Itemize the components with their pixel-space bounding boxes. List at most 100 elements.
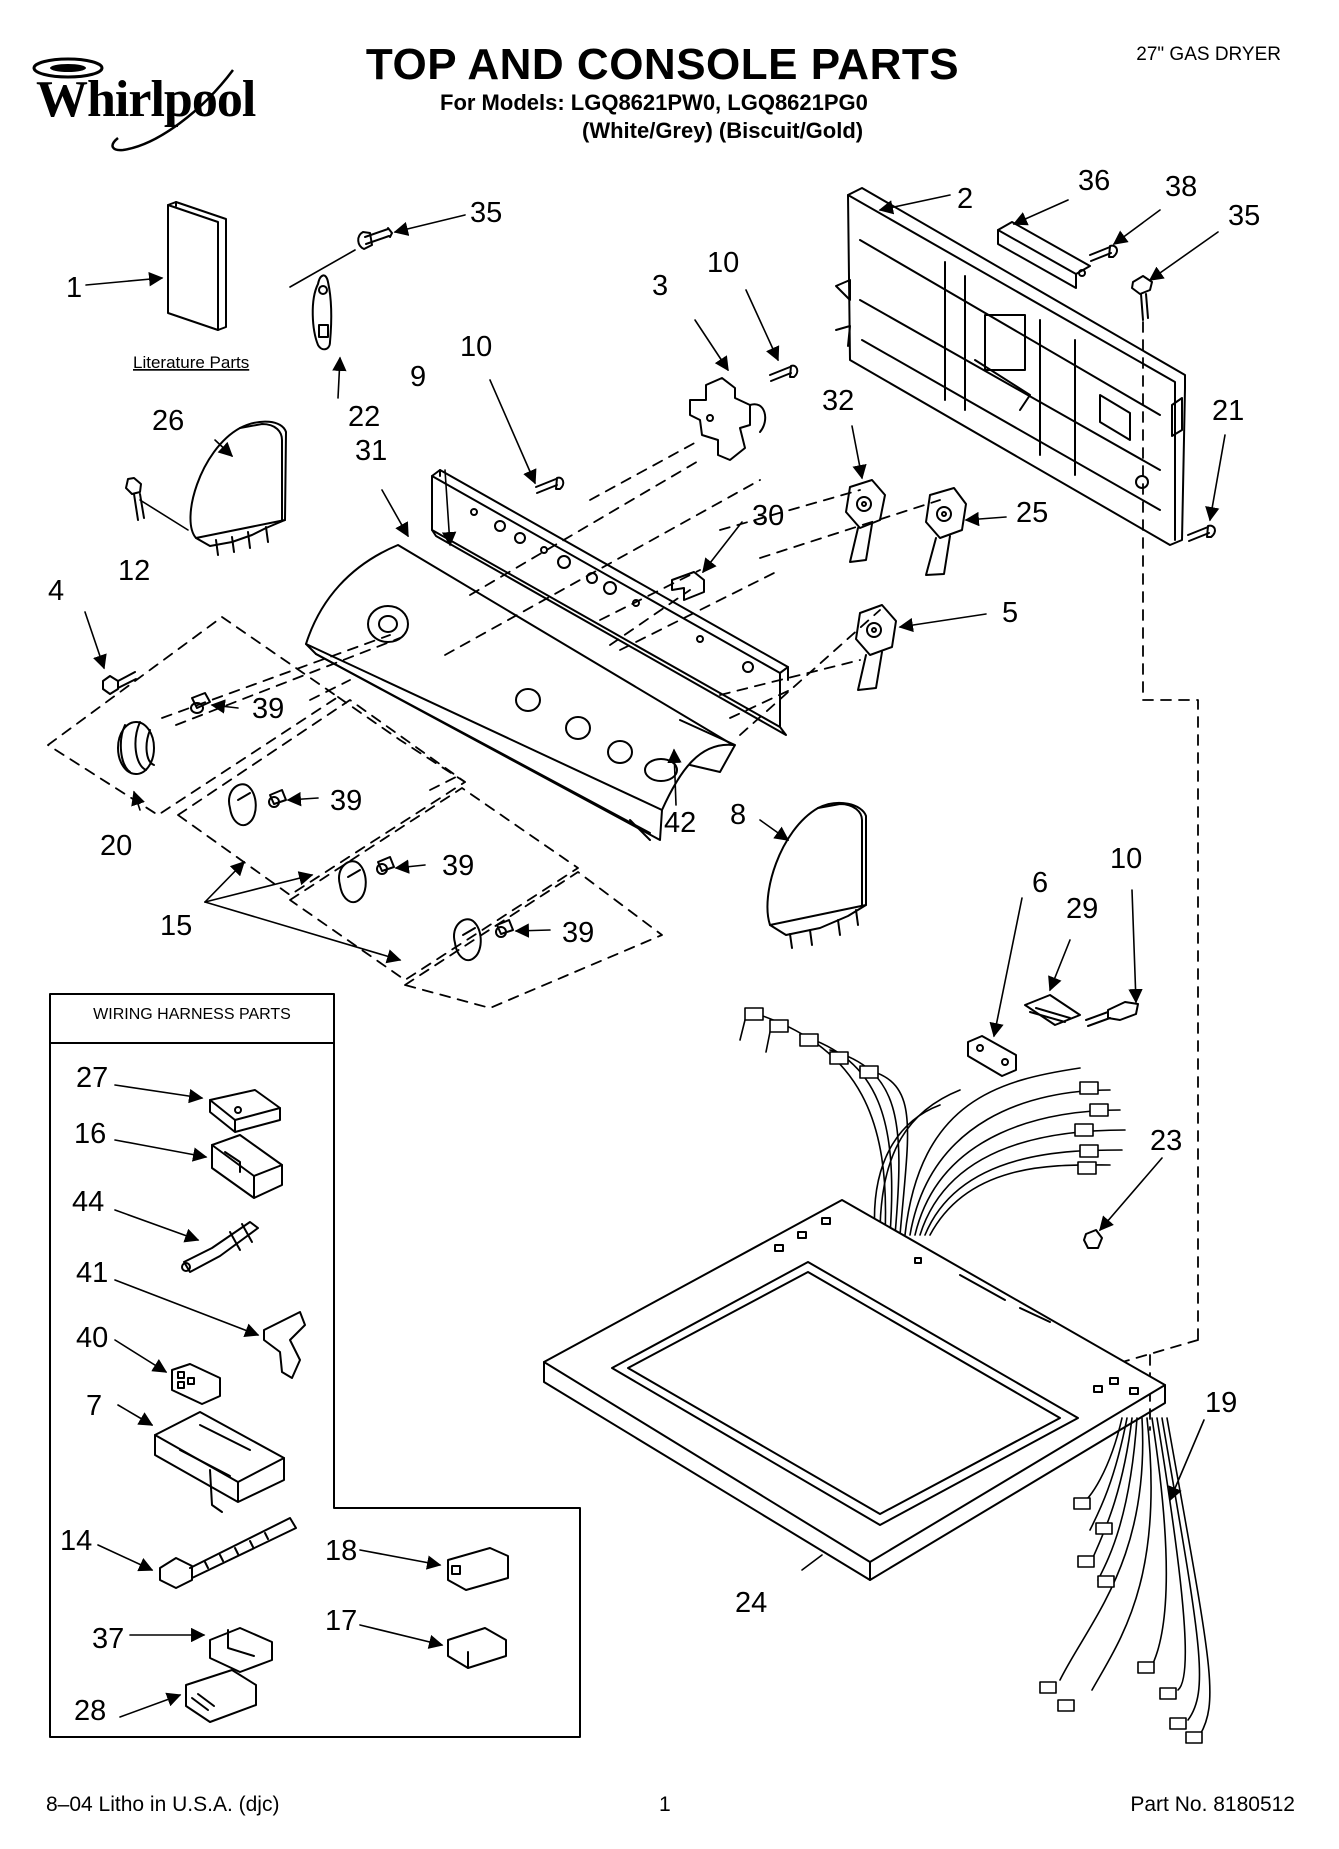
callout-10c: 10 <box>1110 843 1142 875</box>
footer-litho: 8–04 Litho in U.S.A. (djc) <box>46 1793 280 1816</box>
plate-36-icon <box>997 221 1091 289</box>
connector-18-icon <box>447 1547 509 1591</box>
switch-25-icon <box>925 487 967 576</box>
footer-page-number: 1 <box>659 1793 671 1816</box>
brand-logo: Whirlpool <box>36 71 256 128</box>
callout-41: 41 <box>76 1257 108 1289</box>
callout-1: 1 <box>66 272 82 304</box>
insert-39-icon <box>190 692 211 714</box>
callout-28: 28 <box>74 1695 106 1727</box>
board-29-icon <box>1024 994 1081 1026</box>
callout-14: 14 <box>60 1525 92 1557</box>
connector-16-icon <box>211 1134 283 1199</box>
callout-23: 23 <box>1150 1125 1182 1157</box>
connector-37-icon <box>209 1627 273 1673</box>
callout-39b: 39 <box>330 785 362 817</box>
connector-40-icon <box>171 1363 221 1405</box>
callout-30: 30 <box>752 500 784 532</box>
whirlpool-logo-swoosh <box>32 57 234 152</box>
console-endcap-left-icon <box>189 420 287 556</box>
callout-39c: 39 <box>442 850 474 882</box>
console-bracket-icon <box>431 469 789 736</box>
callout-31: 31 <box>355 435 387 467</box>
wiring-harness-title: WIRING HARNESS PARTS <box>93 1006 291 1023</box>
literature-book-icon <box>167 201 227 331</box>
callout-42: 42 <box>664 807 696 839</box>
callout-27: 27 <box>76 1062 108 1094</box>
callout-3: 3 <box>652 270 668 302</box>
callout-12: 12 <box>118 555 150 587</box>
back-panel-icon <box>835 187 1186 546</box>
bracket-6-icon <box>967 1035 1017 1077</box>
callout-17: 17 <box>325 1605 357 1637</box>
callout-32: 32 <box>822 385 854 417</box>
colors-line: (White/Grey) (Biscuit/Gold) <box>582 118 864 143</box>
callout-40: 40 <box>76 1322 108 1354</box>
callout-38: 38 <box>1165 171 1197 203</box>
callout-16: 16 <box>74 1118 106 1150</box>
wire-harness-upper-icon <box>739 1007 1126 1236</box>
knob-15-icon <box>228 783 257 827</box>
screw-12-icon <box>125 477 145 521</box>
top-panel-icon <box>543 1199 1166 1581</box>
models-line: For Models: LGQ8621PW0, LGQ8621PG0 <box>440 90 868 115</box>
clip-41-icon <box>263 1311 306 1379</box>
product-type: 27" GAS DRYER <box>1136 44 1281 65</box>
screw-38-icon <box>1089 244 1118 262</box>
literature-parts-label: Literature Parts <box>133 353 249 372</box>
insert-39-icon <box>495 919 514 938</box>
callout-24: 24 <box>735 1587 767 1619</box>
connector-17-icon <box>447 1627 507 1669</box>
callout-9: 9 <box>410 361 426 393</box>
connector-28-icon <box>185 1669 257 1723</box>
screw-10-icon <box>535 476 565 494</box>
callout-22: 22 <box>348 401 380 433</box>
callout-26: 26 <box>152 405 184 437</box>
callout-19: 19 <box>1205 1387 1237 1419</box>
callout-10b: 10 <box>460 331 492 363</box>
screw-10d-icon <box>1085 1001 1139 1027</box>
wiring-harness-box <box>49 993 581 1738</box>
timer-icon <box>689 377 767 461</box>
screw-21-icon <box>1187 524 1216 542</box>
callout-39a: 39 <box>252 693 284 725</box>
callout-36: 36 <box>1078 165 1110 197</box>
screw-10-icon <box>769 364 799 382</box>
callout-6: 6 <box>1032 867 1048 899</box>
callout-10a: 10 <box>707 247 739 279</box>
clip-23-icon <box>1083 1229 1103 1249</box>
callout-7: 7 <box>86 1390 102 1422</box>
tie-wrap-14-icon <box>159 1517 297 1589</box>
switch-32-icon <box>845 479 886 563</box>
callout-20: 20 <box>100 830 132 862</box>
callout-29: 29 <box>1066 893 1098 925</box>
console-panel-icon <box>305 544 736 841</box>
callout-35a: 35 <box>470 197 502 229</box>
screw-35b-icon <box>1131 275 1153 321</box>
callout-44: 44 <box>72 1186 104 1218</box>
connector-27-icon <box>209 1089 281 1133</box>
terminal-44-icon <box>181 1221 259 1273</box>
callout-25: 25 <box>1016 497 1048 529</box>
insert-39-icon <box>268 789 287 808</box>
screw-35-icon <box>357 227 393 250</box>
callout-2: 2 <box>957 183 973 215</box>
insert-39-icon <box>376 856 395 875</box>
switch-5-icon <box>855 604 897 691</box>
callout-21: 21 <box>1212 395 1244 427</box>
callout-35b: 35 <box>1228 200 1260 232</box>
callout-37: 37 <box>92 1623 124 1655</box>
connector-7-icon <box>154 1411 285 1513</box>
callout-18: 18 <box>325 1535 357 1567</box>
callout-15: 15 <box>160 910 192 942</box>
clip-30-icon <box>671 571 705 601</box>
page-title: TOP AND CONSOLE PARTS <box>365 40 960 89</box>
screw-4-icon <box>102 671 137 695</box>
callout-39d: 39 <box>562 917 594 949</box>
callout-5: 5 <box>1002 597 1018 629</box>
callout-8: 8 <box>730 799 746 831</box>
strap-bracket-icon <box>311 274 333 351</box>
knob-20-icon <box>117 721 155 775</box>
footer-part-number: Part No. 8180512 <box>1130 1793 1295 1816</box>
